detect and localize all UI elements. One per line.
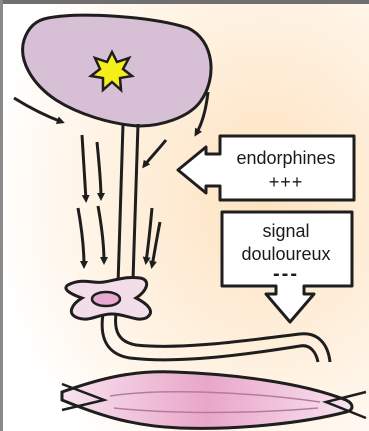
signal-label-line2: douloureux [222, 243, 350, 265]
left-border [0, 0, 3, 431]
ganglion-nucleus [92, 292, 120, 306]
signal-label-line1: signal [222, 220, 350, 242]
endorphines-label: endorphines [222, 147, 350, 169]
signal-level: --- [222, 263, 350, 285]
top-border [0, 0, 369, 4]
endorphines-level: +++ [222, 172, 350, 192]
